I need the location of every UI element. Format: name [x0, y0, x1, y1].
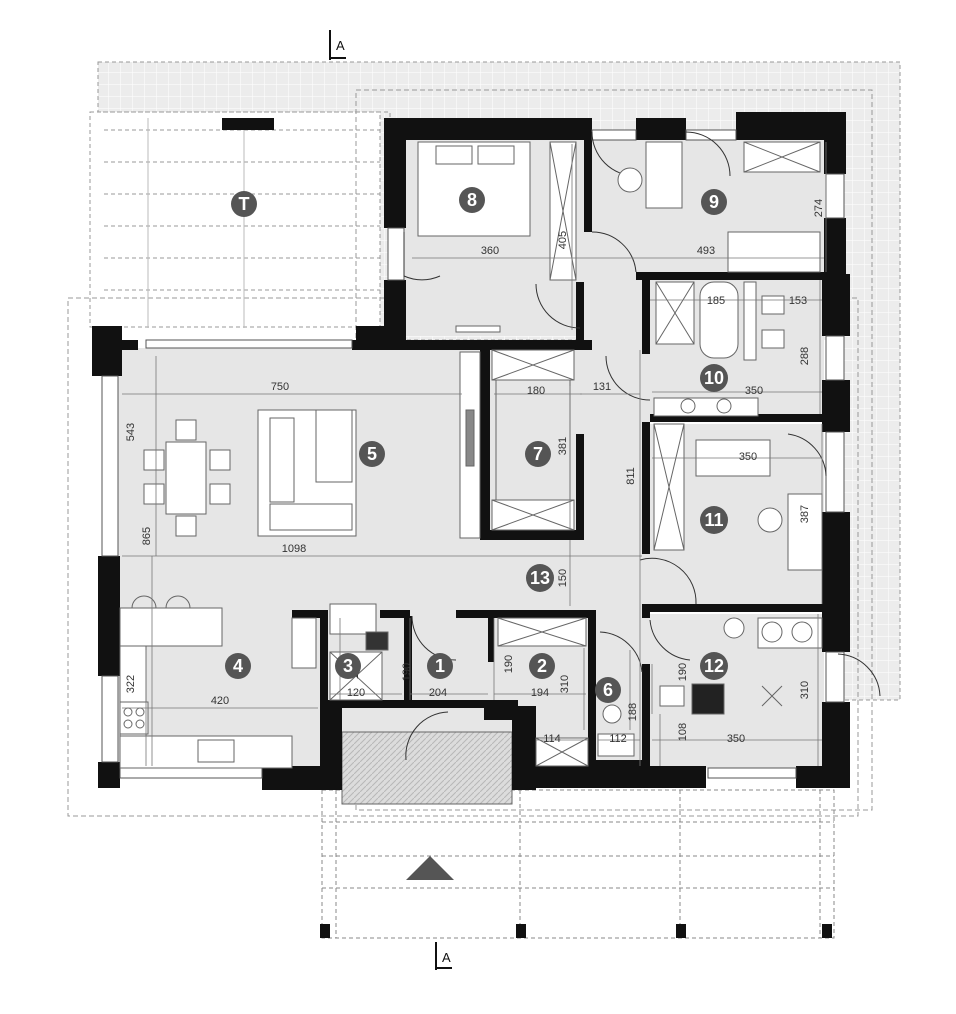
dimension-label: 350 — [745, 385, 763, 397]
room-marker-r5: 5 — [359, 441, 385, 467]
room-number: 11 — [704, 510, 723, 530]
room-badge — [231, 191, 257, 217]
dimension-label: 865 — [141, 527, 153, 545]
dimension-label: 387 — [799, 505, 811, 523]
room-number: 8 — [467, 190, 477, 210]
room-number: 3 — [343, 656, 353, 676]
dimension-label: 150 — [557, 569, 569, 587]
section-marker-bottom: A — [435, 942, 452, 970]
dimension-label: 131 — [593, 381, 611, 393]
dimension-label: 274 — [813, 199, 825, 217]
dimension-label: 204 — [429, 687, 447, 699]
dimension-label: 190 — [503, 655, 515, 673]
dimension-label: 185 — [707, 295, 725, 307]
terrace-pergola — [89, 111, 391, 328]
room-badge — [595, 677, 621, 703]
entrance-pergola — [321, 789, 835, 939]
room-marker-r6: 6 — [595, 677, 621, 703]
dimension-lines — [122, 142, 827, 766]
pergola-post — [320, 924, 330, 938]
room-number: 6 — [603, 680, 613, 700]
dimension-label: 112 — [609, 733, 627, 745]
room-badge — [335, 653, 361, 679]
room-number: T — [239, 194, 250, 214]
dimension-label: 493 — [697, 245, 715, 257]
pergola-post — [676, 924, 686, 938]
room-number: 10 — [704, 368, 724, 388]
dimension-label: 180 — [527, 385, 545, 397]
room-badge — [526, 564, 554, 592]
room-number: 4 — [233, 656, 243, 676]
dimension-label: 543 — [125, 423, 137, 441]
room-marker-r7: 7 — [525, 441, 551, 467]
room-number: 1 — [435, 656, 445, 676]
room-marker-r11: 11 — [700, 506, 728, 534]
room-marker-r1: 1 — [427, 653, 453, 679]
room-marker-T: T — [231, 191, 257, 217]
dimension-label: 750 — [271, 381, 289, 393]
room-number: 5 — [367, 444, 377, 464]
room-badge — [700, 364, 728, 392]
room-marker-r9: 9 — [701, 189, 727, 215]
room-badge — [359, 441, 385, 467]
room-badge — [529, 653, 555, 679]
dimension-label: 310 — [799, 681, 811, 699]
dimension-label: 120 — [347, 687, 365, 699]
furniture — [119, 141, 823, 769]
section-marker-top: A — [329, 30, 346, 60]
room-marker-r3: 3 — [335, 653, 361, 679]
dimension-label: 1098 — [282, 543, 306, 555]
dimension-label: 350 — [739, 451, 757, 463]
section-label: A — [336, 38, 345, 53]
dimension-label: 381 — [557, 437, 569, 455]
room-marker-r2: 2 — [529, 653, 555, 679]
dimension-label: 190 — [401, 663, 413, 681]
room-number: 2 — [537, 656, 547, 676]
dimension-label: 322 — [125, 675, 137, 693]
room-marker-r8: 8 — [459, 187, 485, 213]
pergola-post — [822, 924, 832, 938]
section-label: A — [442, 950, 451, 965]
vestibule-floor — [341, 731, 513, 805]
room-badge — [427, 653, 453, 679]
dimension-label: 420 — [211, 695, 229, 707]
dimension-label: 108 — [677, 723, 689, 741]
dimension-label: 310 — [559, 675, 571, 693]
room-marker-r13: 13 — [526, 564, 554, 592]
dimension-label: 194 — [531, 687, 549, 699]
dimension-label: 114 — [543, 733, 561, 745]
room-badge — [225, 653, 251, 679]
dimension-label: 360 — [481, 245, 499, 257]
room-badge — [459, 187, 485, 213]
pergola-post — [516, 924, 526, 938]
room-marker-r4: 4 — [225, 653, 251, 679]
entrance-arrow-icon — [406, 856, 454, 880]
dimension-label: 188 — [627, 703, 639, 721]
room-number: 7 — [533, 444, 543, 464]
room-number: 13 — [530, 568, 550, 588]
dimension-label: 350 — [727, 733, 745, 745]
dimension-label: 405 — [557, 231, 569, 249]
room-badge — [701, 189, 727, 215]
dimension-label: 811 — [625, 467, 637, 485]
dimension-label: 190 — [677, 663, 689, 681]
room-badge — [525, 441, 551, 467]
dimension-label: 153 — [789, 295, 807, 307]
room-badge — [700, 506, 728, 534]
walls — [92, 112, 850, 790]
room-number: 12 — [704, 656, 724, 676]
windows — [101, 129, 845, 779]
room-number: 9 — [709, 192, 719, 212]
room-badge — [700, 652, 728, 680]
dimension-label: 288 — [799, 347, 811, 365]
room-marker-r10: 10 — [700, 364, 728, 392]
terrace-beam — [222, 118, 274, 130]
room-marker-r12: 12 — [700, 652, 728, 680]
